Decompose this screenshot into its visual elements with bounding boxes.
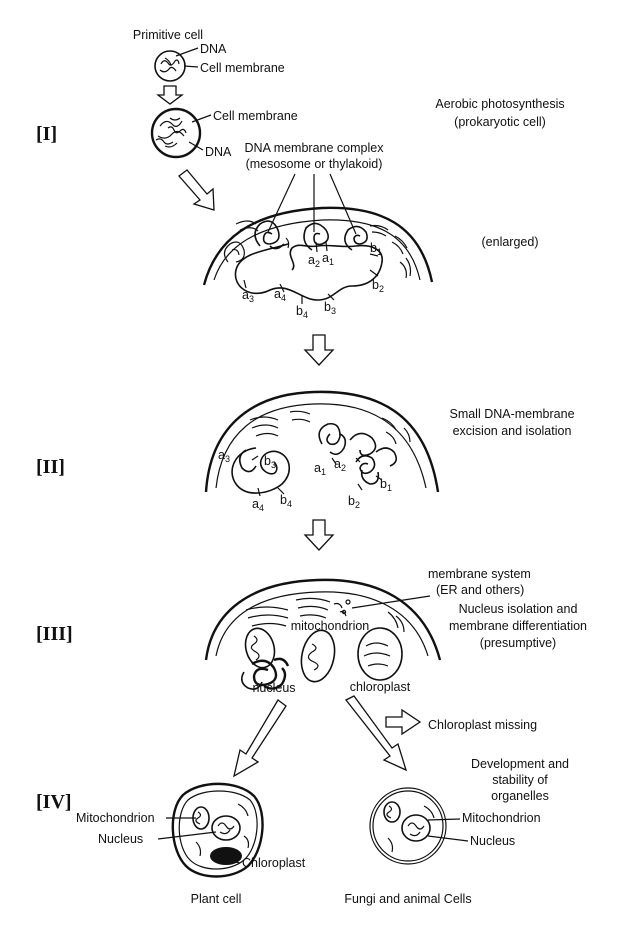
label-dna-2: DNA <box>205 145 232 159</box>
primitive-cell <box>154 50 186 82</box>
marker-a4: a4 <box>274 287 286 303</box>
label-nucleus-isolation-3: (presumptive) <box>480 636 556 650</box>
primitive-cell-dna <box>159 57 180 73</box>
arrow-chloroplast-missing <box>385 708 422 736</box>
marker-b2-ii: b2 <box>348 494 360 510</box>
primitive-cell-2-membrane <box>150 107 202 159</box>
label-nucleus-3: nucleus <box>252 681 295 695</box>
label-cell-membrane-top: Cell membrane <box>200 61 285 75</box>
label-dna-top: DNA <box>200 42 227 56</box>
arrow-down-2 <box>303 334 335 366</box>
marker-a2-ii: a2 <box>334 457 346 473</box>
marker-a3: a3 <box>242 288 254 304</box>
label-chloroplast-3: chloroplast <box>350 680 411 694</box>
arrow-to-plant <box>233 699 287 778</box>
marker-b3: b3 <box>324 300 336 316</box>
marker-a1: a1 <box>322 251 334 267</box>
label-cell-membrane-2: Cell membrane <box>213 109 298 123</box>
animal-cell <box>369 787 447 865</box>
label-plant-cell: Plant cell <box>191 892 242 906</box>
stage-label-4: [IV] <box>36 791 72 813</box>
arrow-down-1 <box>156 85 184 105</box>
label-primitive-cell: Primitive cell <box>133 28 203 42</box>
stage-label-1: [I] <box>36 123 57 145</box>
label-membrane-system-1: membrane system <box>428 567 531 581</box>
marker-b1: b1 <box>370 241 382 257</box>
arrow-to-animal <box>344 695 408 772</box>
label-chloroplast-missing: Chloroplast missing <box>428 718 537 732</box>
label-aerobic-2: (prokaryotic cell) <box>454 115 546 129</box>
marker-a3-ii: a3 <box>218 448 230 464</box>
label-development-3: organelles <box>491 789 549 803</box>
label-development-1: Development and <box>471 757 569 771</box>
label-complex-1: DNA membrane complex <box>245 141 385 155</box>
marker-b2: b2 <box>372 278 384 294</box>
label-animal-nucleus: Nucleus <box>470 834 515 848</box>
label-membrane-system-2: (ER and others) <box>436 583 524 597</box>
label-enlarged: (enlarged) <box>482 235 539 249</box>
label-development-2: stability of <box>492 773 548 787</box>
label-fungi-animal: Fungi and animal Cells <box>344 892 471 906</box>
label-excision-1: Small DNA-membrane <box>449 407 574 421</box>
arrow-down-3 <box>303 519 335 551</box>
enlarged-prokaryotic-cell <box>202 173 434 304</box>
label-mitochondrion-3: mitochondrion <box>291 619 370 633</box>
stage-label-2: [II] <box>36 456 65 478</box>
label-aerobic-1: Aerobic photosynthesis <box>435 97 564 111</box>
primitive-cell-2 <box>150 107 202 159</box>
enlarged-cell-membrane <box>202 206 434 286</box>
label-nucleus-isolation-1: Nucleus isolation and <box>459 602 578 616</box>
label-complex-2: (mesosome or thylakoid) <box>246 157 383 171</box>
marker-b3-ii: b3 <box>264 454 276 470</box>
excision-cell <box>204 390 440 497</box>
marker-b1-ii: b1 <box>380 477 392 493</box>
marker-b4: b4 <box>296 304 308 320</box>
presumptive-cell <box>204 578 442 690</box>
marker-a1-ii: a1 <box>314 461 326 477</box>
primitive-cell-membrane <box>154 50 186 82</box>
label-excision-2: excision and isolation <box>453 424 572 438</box>
marker-a4-ii: a4 <box>252 497 264 513</box>
plant-cell <box>171 782 264 878</box>
marker-a2: a2 <box>308 253 320 269</box>
plant-chloroplast-shape <box>210 847 242 865</box>
label-plant-chloroplast: Chloroplast <box>242 856 306 870</box>
stage-label-3: [III] <box>36 623 73 645</box>
arrow-diagonal-1 <box>178 169 215 211</box>
label-plant-nucleus: Nucleus <box>98 832 143 846</box>
marker-b4-ii: b4 <box>280 493 292 509</box>
label-animal-mitochondrion: Mitochondrion <box>462 811 541 825</box>
label-plant-mitochondrion: Mitochondrion <box>76 811 155 825</box>
label-nucleus-isolation-2: membrane differentiation <box>449 619 587 633</box>
